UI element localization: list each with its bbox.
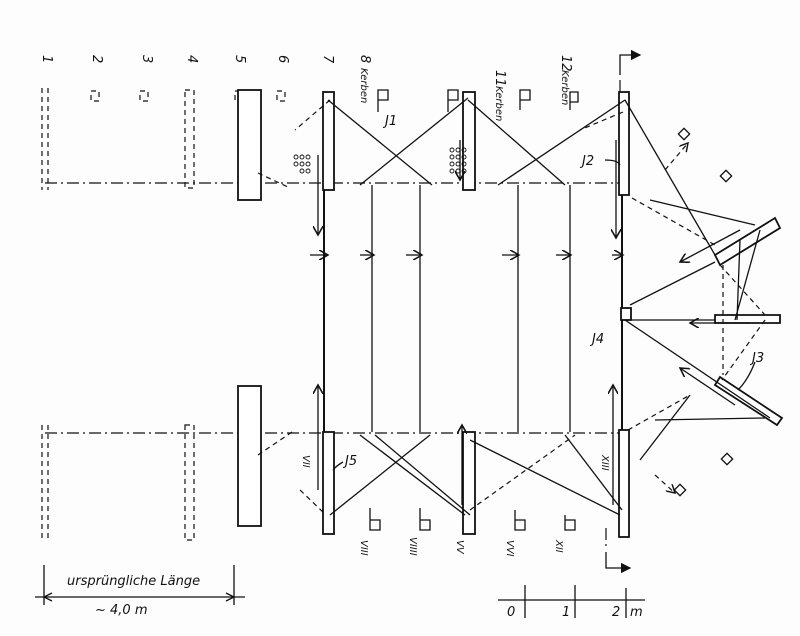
planks [237, 89, 630, 538]
column-number: 7 [320, 55, 335, 64]
roman-label: XII [553, 539, 564, 553]
roman-label: VVI [504, 540, 515, 557]
column-number: 6 [275, 55, 290, 63]
scale-bar: 0 1 2 m [498, 585, 645, 620]
scale-tick: 0 [507, 605, 515, 620]
column-number: 3 [139, 55, 154, 63]
column-number: 12 [558, 55, 573, 72]
roman-label: VIII [358, 540, 369, 556]
roman-label: XIII [599, 454, 610, 471]
marker-j2: J2 [579, 154, 594, 169]
column-number: 5 [232, 55, 247, 63]
scale-tick: 2 [612, 605, 620, 620]
column-number: 4 [184, 55, 199, 63]
column-number: 1 [39, 55, 54, 63]
kerben-label: Kerben [493, 86, 504, 121]
column-numbers: 1 2 3 4 5 6 7 8 Kerben 11 Kerben 12 Kerb… [39, 55, 573, 121]
marker-j3: J3 [749, 351, 764, 366]
interior-lines [371, 185, 571, 432]
notch-dots [293, 147, 467, 174]
pegs [369, 89, 579, 531]
scale-unit: m [630, 605, 643, 620]
marker-j5: J5 [342, 454, 357, 469]
kerben-label: Kerben [358, 68, 369, 103]
kerben-label: Kerben [559, 70, 570, 105]
marker-j4: J4 [589, 332, 604, 347]
wall-lines [323, 190, 623, 432]
section-marker-bottom [605, 528, 632, 574]
column-number: 2 [89, 55, 104, 63]
scale-tick: 1 [562, 605, 570, 620]
roman-label: VIIII [407, 537, 418, 556]
cross-bracing [257, 97, 626, 516]
section-marker-top [619, 49, 642, 92]
dimension-value: ~ 4,0 m [95, 603, 148, 618]
collapsed-frame [620, 99, 784, 497]
column-number: 11 [492, 70, 507, 87]
roman-label: VV [454, 540, 465, 555]
roman-label: VII [300, 455, 311, 468]
original-length-dimension: ursprüngliche Länge ~ 4,0 m [35, 565, 245, 618]
marker-j1: J1 [382, 114, 397, 129]
direction-arrows [310, 140, 623, 505]
roman-numerals: VII VIII VIIII VV VVI XII XIII [300, 454, 610, 557]
dimension-label: ursprüngliche Länge [67, 574, 200, 589]
column-number: 8 [357, 55, 372, 63]
